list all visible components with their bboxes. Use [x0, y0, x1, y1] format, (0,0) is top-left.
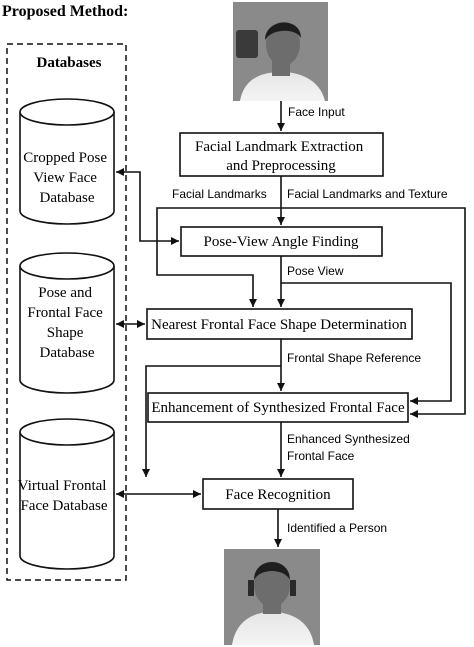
arrow-pose-view-to-enhancement — [281, 282, 452, 405]
diagram-title: Proposed Method: — [2, 3, 128, 20]
database-label: Cropped Pose View Face Database — [23, 150, 111, 206]
edge-label-face-input: Face Input — [288, 105, 345, 119]
database-label-line: Database — [40, 190, 95, 206]
database-cropped-pose-view: Cropped Pose View Face Database — [19, 98, 115, 225]
arrow-frontal-shape-left — [142, 365, 281, 477]
database-virtual-frontal: Virtual Frontal Face Database — [18, 418, 115, 570]
process-label-line: Nearest Frontal Face Shape Determination — [151, 317, 407, 333]
process-label-line: Pose-View Angle Finding — [204, 234, 359, 250]
database-label-line: Database — [40, 345, 95, 361]
edge-label-facial-landmarks: Facial Landmarks — [172, 187, 267, 201]
database-label-line: Face Database — [20, 498, 107, 514]
process-label-line: Facial Landmark Extraction — [195, 139, 364, 155]
database-label-line: Frontal Face — [27, 305, 103, 321]
database-pose-frontal-shape: Pose and Frontal Face Shape Database — [19, 252, 115, 394]
databases-group-frame — [6, 43, 127, 581]
database-label-line: View Face — [33, 170, 97, 186]
process-label-line: and Preprocessing — [226, 158, 336, 174]
process-label-line: Enhancement of Synthesized Frontal Face — [151, 400, 405, 416]
database-label-line: Shape — [47, 325, 84, 341]
input-face-photo — [233, 2, 328, 101]
process-facial-landmark-extraction: Facial Landmark Extraction and Preproces… — [179, 132, 384, 177]
process-enhancement-synthesized: Enhancement of Synthesized Frontal Face — [147, 392, 409, 423]
edge-label-identified: Identified a Person — [287, 521, 387, 535]
edge-label-landmarks-texture: Facial Landmarks and Texture — [287, 187, 448, 201]
arrow-texture-to-enhancement — [281, 207, 466, 418]
database-label: Pose and Frontal Face Shape Database — [27, 285, 106, 361]
edge-label-frontal-shape-ref: Frontal Shape Reference — [287, 351, 421, 365]
process-label-line: Face Recognition — [225, 487, 331, 503]
edge-label-enhanced-line2: Frontal Face — [287, 449, 355, 463]
process-pose-view-angle: Pose-View Angle Finding — [180, 226, 383, 257]
databases-group-title: Databases — [36, 55, 101, 71]
edge-label-pose-view: Pose View — [287, 264, 344, 278]
process-face-recognition: Face Recognition — [202, 478, 354, 510]
arrow-db1-pose — [116, 168, 179, 245]
database-label: Virtual Frontal Face Database — [18, 478, 110, 514]
database-label-line: Cropped Pose — [23, 150, 107, 166]
edge-label-enhanced-line1: Enhanced Synthesized — [287, 432, 410, 446]
database-label-line: Pose and — [38, 285, 92, 301]
arrow-landmarks-to-nearest — [156, 207, 281, 307]
database-label-line: Virtual Frontal — [18, 478, 107, 494]
svg-text:Facial Landmark Extraction: Facial Landmark Extraction and Preproces… — [195, 139, 367, 174]
process-nearest-frontal-shape: Nearest Frontal Face Shape Determination — [146, 308, 413, 340]
identified-face-photo — [224, 549, 320, 645]
